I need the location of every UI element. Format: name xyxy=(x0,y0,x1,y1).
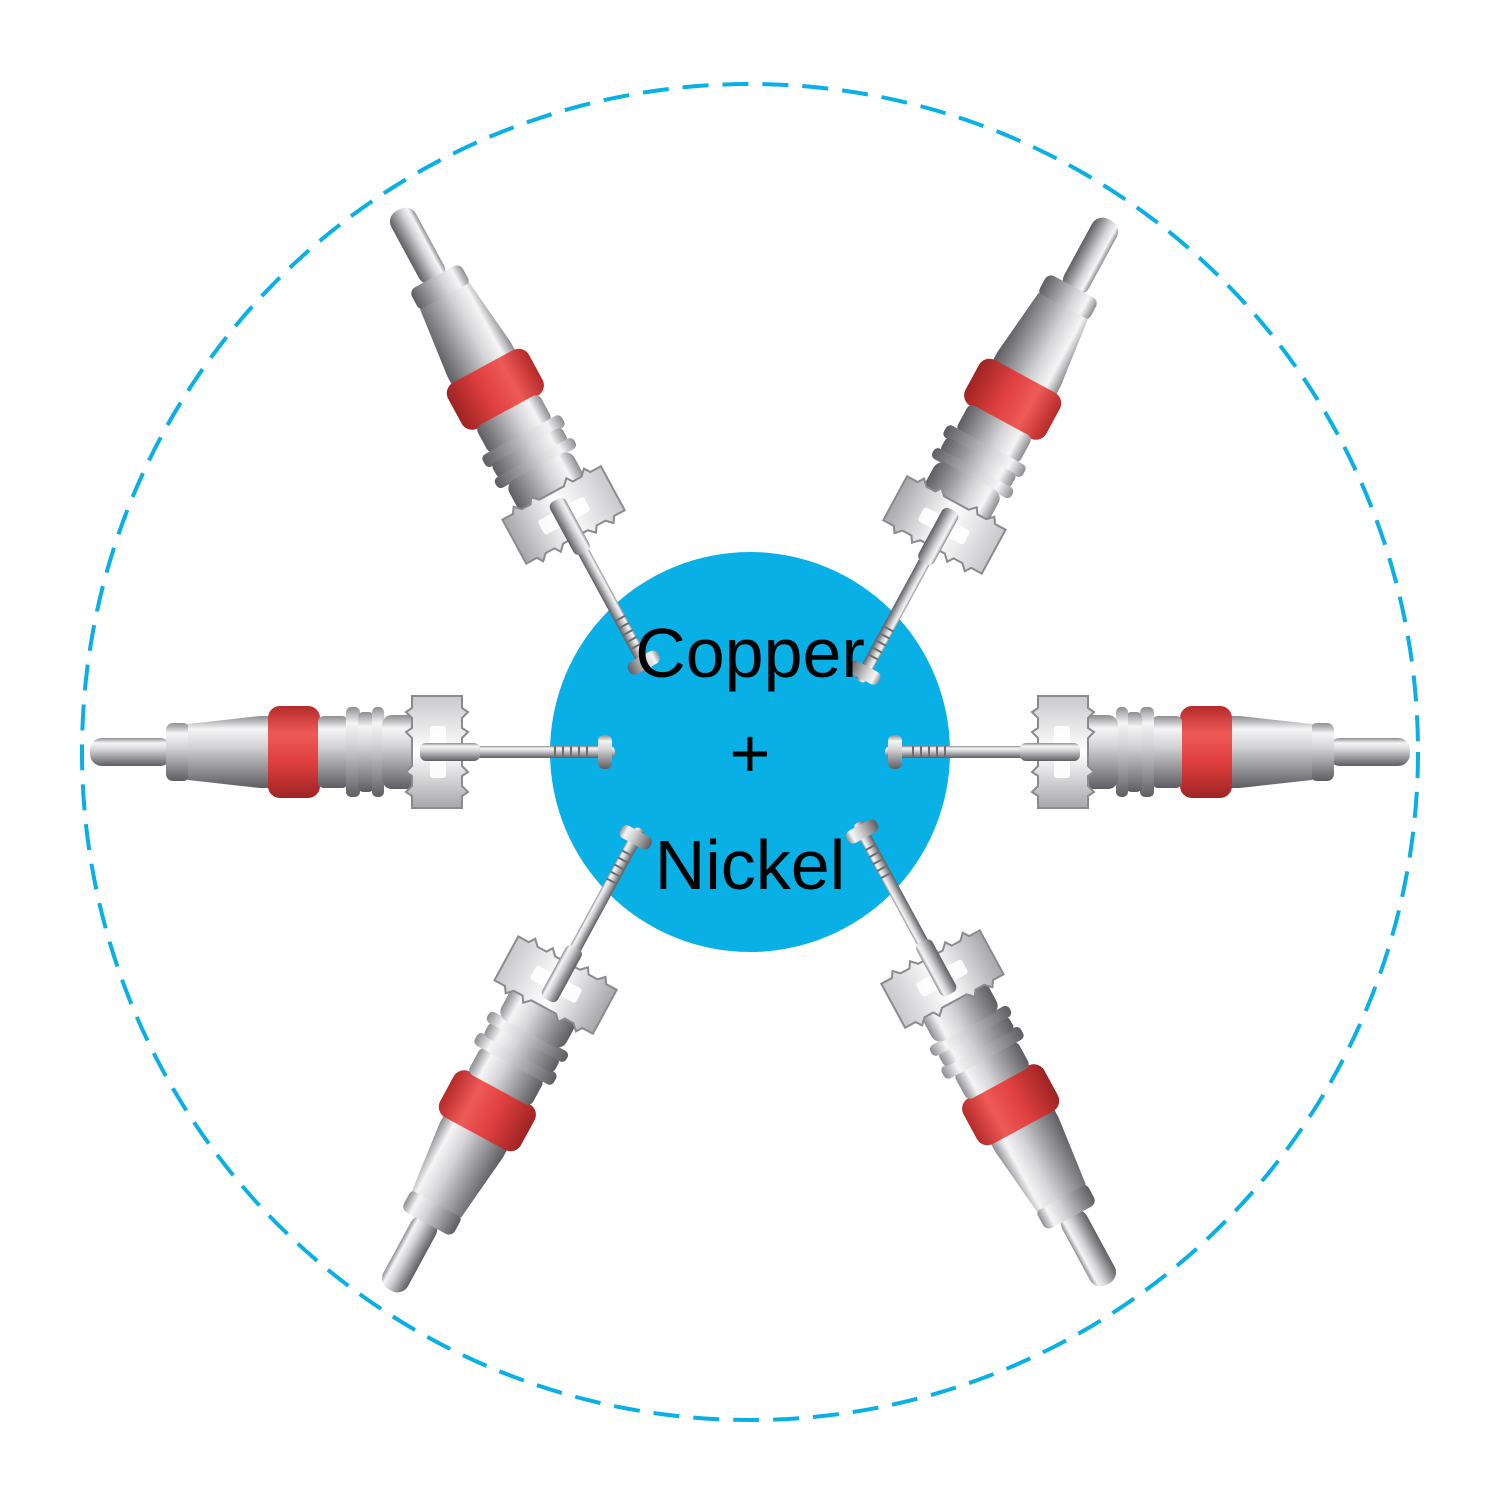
valve-core-icon xyxy=(884,695,1411,809)
valve-core-icon xyxy=(89,695,616,809)
plus-sign-label: + xyxy=(729,714,771,792)
material-nickel-label: Nickel xyxy=(654,826,846,904)
dashed-ring xyxy=(80,82,1420,1422)
material-copper-label: Copper xyxy=(635,614,865,692)
